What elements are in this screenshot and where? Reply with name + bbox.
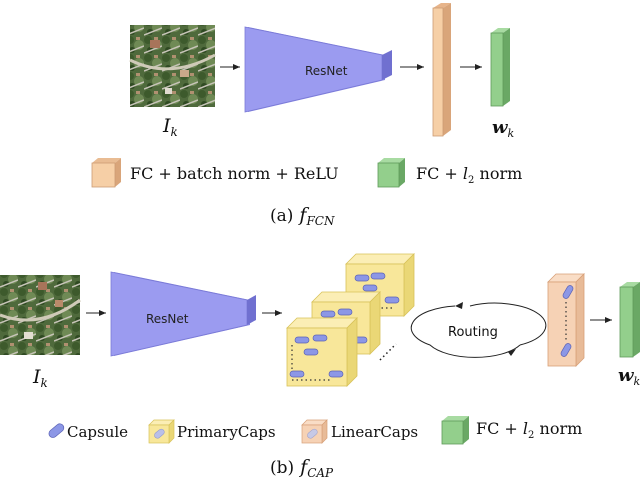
routing-label: Routing — [448, 325, 498, 340]
fc-bn-relu-block — [432, 7, 444, 137]
fc-l2-side — [503, 28, 510, 106]
output-label-b: wk — [618, 365, 640, 388]
fc-l2-block-b — [619, 286, 634, 358]
legend-fc-l2-swatch — [377, 162, 400, 188]
input-label-a: Ik — [162, 115, 178, 139]
primarycaps-stack — [286, 253, 415, 387]
panel-b: ResNet — [0, 253, 640, 480]
caption-a: (a)fFCN — [270, 204, 335, 228]
legend-fc-bn-relu-swatch — [91, 162, 116, 188]
legend-linearcaps-label: LinearCaps — [331, 423, 418, 441]
panel-a: ResNet Ik wk FC + batch norm + ReLU FC +… — [91, 3, 522, 228]
legend-b: Capsule PrimaryCaps LinearCaps FC + l2 n… — [48, 416, 582, 445]
output-label-a: wk — [492, 117, 515, 140]
fc-l2-block — [490, 32, 504, 107]
caption-b: (b)fCAP — [270, 456, 334, 480]
routing-cycle: Routing — [410, 302, 547, 358]
linearcaps-block — [547, 273, 585, 367]
legend-capsule-label: Capsule — [67, 423, 128, 441]
legend-capsule-swatch — [48, 423, 65, 438]
fc-bn-relu-side — [443, 3, 451, 136]
legend-a: FC + batch norm + ReLU FC + l2 norm — [91, 158, 522, 188]
legend-fc-l2-label-b: FC + l2 norm — [476, 419, 582, 441]
input-label-b: Ik — [32, 366, 48, 390]
resnet-label: ResNet — [305, 64, 348, 78]
legend-primarycaps-label: PrimaryCaps — [177, 423, 276, 441]
resnet-label-b: ResNet — [146, 312, 189, 326]
legend-fc-bn-relu-label: FC + batch norm + ReLU — [130, 164, 339, 183]
legend-fc-l2-label-a: FC + l2 norm — [416, 164, 522, 186]
legend-fc-l2-swatch-b — [441, 420, 464, 445]
